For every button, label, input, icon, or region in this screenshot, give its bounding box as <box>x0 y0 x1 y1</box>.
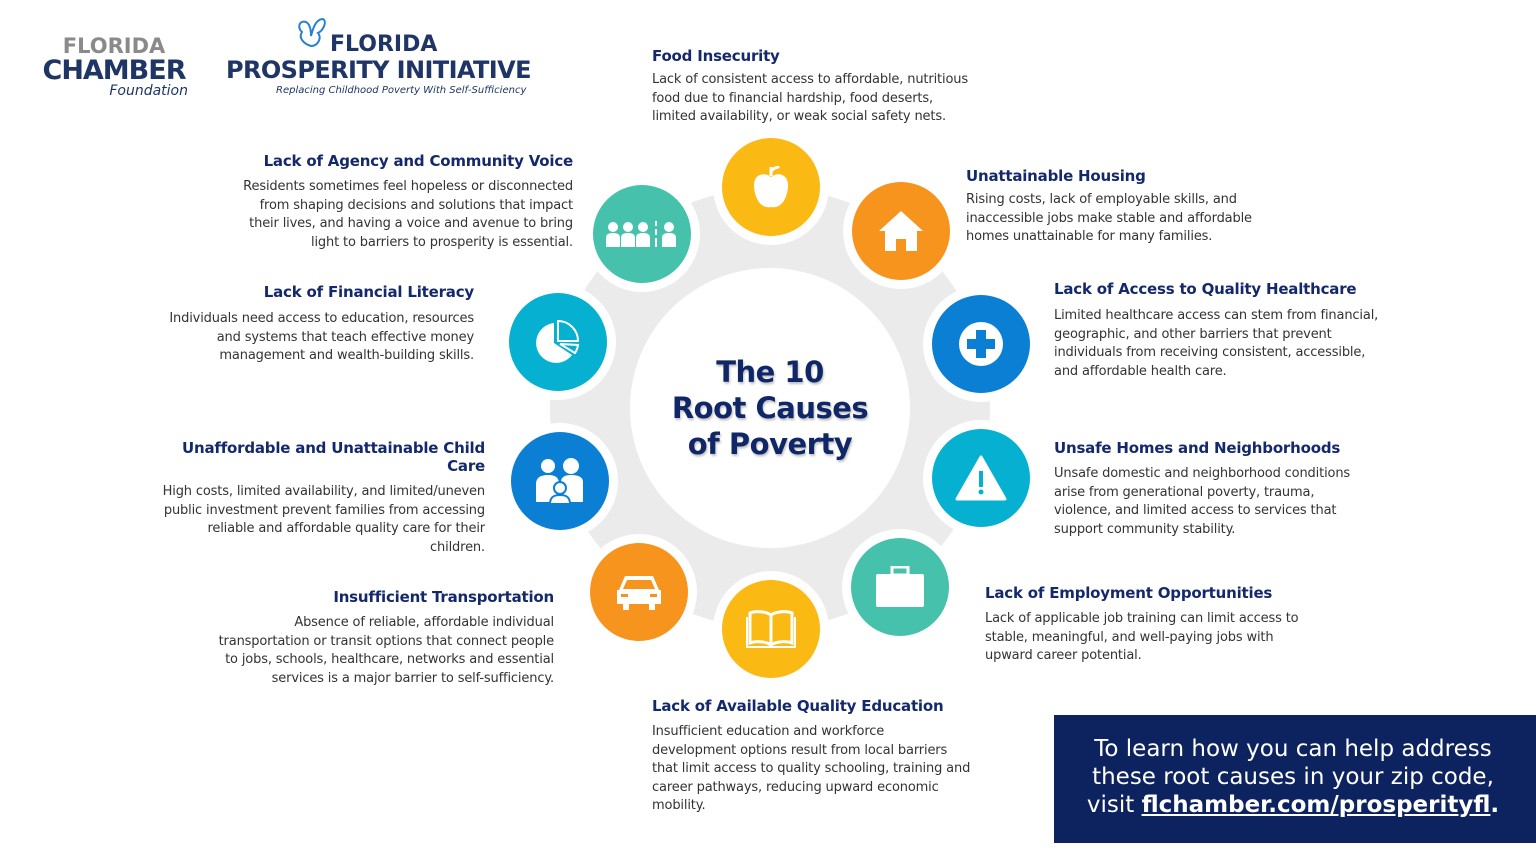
employment-badge <box>842 529 958 645</box>
logo-text: CHAMBER <box>42 55 187 86</box>
cause-title: Lack of Financial Literacy <box>263 283 474 301</box>
cause-title: Lack of Agency and Community Voice <box>263 152 574 170</box>
cause-description: Unsafe domestic and neighborhood conditi… <box>1054 466 1351 537</box>
cause-title: Lack of Access to Quality Healthcare <box>1054 280 1357 298</box>
cta-text: visit <box>1086 792 1135 818</box>
logo-tagline: Replacing Childhood Poverty With Self-Su… <box>276 85 527 96</box>
cause-title: Food Insecurity <box>652 47 780 65</box>
logo-text: FLORIDA <box>62 34 166 58</box>
community-voice-badge <box>584 176 700 292</box>
cause-description: High costs, limited availability, and li… <box>162 484 486 555</box>
logo-text: PROSPERITY INITIATIVE <box>226 56 531 84</box>
warning-icon <box>955 455 1007 501</box>
cause-description: Lack of applicable job training can limi… <box>985 611 1299 664</box>
logo-text: FLORIDA <box>330 32 438 57</box>
cause-description: Lack of consistent access to affordable,… <box>652 72 968 125</box>
community-icon <box>606 221 676 247</box>
car-icon <box>617 576 661 610</box>
medical-cross-icon <box>959 322 1003 366</box>
pie-chart-icon <box>536 319 580 363</box>
housing-badge <box>843 173 959 289</box>
cause-title: Unaffordable and Unattainable Child Care <box>182 439 485 475</box>
cause-description: Rising costs, lack of employable skills,… <box>966 192 1252 245</box>
financial-literacy-badge <box>500 284 616 400</box>
cause-description: Absence of reliable, affordable individu… <box>218 615 555 686</box>
cta-text: To learn how you can help address these … <box>1092 736 1494 790</box>
unsafe-homes-badge <box>923 420 1039 536</box>
logo-text: Foundation <box>109 83 188 99</box>
butterfly-icon <box>298 17 326 48</box>
transportation-badge <box>581 534 697 650</box>
education-badge <box>713 571 829 687</box>
cause-description: Insufficient education and workforce dev… <box>652 724 971 814</box>
prosperity-link[interactable]: flchamber.com/prosperityfl <box>1141 792 1491 818</box>
house-icon <box>879 211 923 251</box>
center-title-line: of Poverty <box>687 427 853 461</box>
healthcare-badge <box>923 286 1039 402</box>
food-insecurity-badge <box>713 129 829 245</box>
apple-icon <box>753 166 789 208</box>
cause-title: Insufficient Transportation <box>333 588 554 606</box>
family-icon <box>536 458 583 504</box>
cause-description: Limited healthcare access can stem from … <box>1054 308 1379 379</box>
cause-description: Residents sometimes feel hopeless or dis… <box>243 179 573 250</box>
cause-child-care: Unaffordable and Unattainable Child Care… <box>160 439 486 557</box>
florida-chamber-foundation-logo: FLORIDA CHAMBER Foundation <box>34 34 194 99</box>
child-care-badge <box>502 423 618 539</box>
center-title-line: Root Causes <box>671 391 869 425</box>
cause-description: Individuals need access to education, re… <box>169 311 474 364</box>
briefcase-icon <box>876 566 924 607</box>
cause-title: Unsafe Homes and Neighborhoods <box>1054 439 1341 457</box>
call-to-action-box: To learn how you can help address these … <box>1054 715 1536 843</box>
cause-title: Lack of Available Quality Education <box>652 697 944 715</box>
cause-title: Lack of Employment Opportunities <box>985 584 1273 602</box>
cause-title: Unattainable Housing <box>966 167 1146 185</box>
cta-period: . <box>1490 792 1500 818</box>
center-title-line: The 10 <box>716 355 824 389</box>
book-icon <box>746 610 796 648</box>
